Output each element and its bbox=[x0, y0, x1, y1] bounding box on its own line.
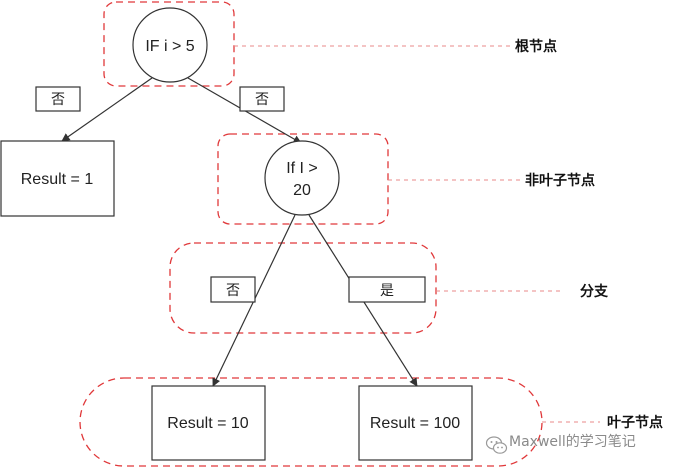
legend-branch-label: 分支 bbox=[580, 283, 609, 300]
branch-highlight-region bbox=[169, 242, 437, 334]
legend-internal-label: 非叶子节点 bbox=[525, 172, 595, 189]
edge-label-root-right: 否 bbox=[255, 92, 269, 108]
leaf-highlight-region bbox=[79, 377, 543, 467]
leaf-node-left-label: Result = 1 bbox=[21, 171, 94, 188]
leaf-node-left bbox=[0, 140, 115, 217]
leaf-node-right bbox=[358, 385, 473, 461]
legend-root-label: 根节点 bbox=[515, 38, 557, 55]
inner-node-label-line2: 20 bbox=[293, 182, 311, 199]
root-highlight-region bbox=[103, 1, 235, 87]
edge-label-inner-left: 否 bbox=[226, 283, 240, 299]
edge-root-to-left bbox=[61, 77, 153, 142]
edge-label-box-inner-left bbox=[210, 276, 256, 303]
edge-label-box-root-right bbox=[239, 86, 285, 112]
wechat-icon bbox=[485, 436, 508, 454]
internal-highlight-region bbox=[217, 133, 389, 225]
root-node bbox=[132, 7, 208, 83]
root-node-label: IF i > 5 bbox=[145, 38, 194, 55]
inner-node-label-line1: If I > bbox=[286, 160, 318, 177]
edge-label-root-left: 否 bbox=[51, 92, 65, 108]
inner-node bbox=[264, 140, 340, 216]
leaf-node-mid bbox=[151, 385, 266, 461]
edge-label-box-root-left bbox=[35, 86, 81, 112]
edge-label-inner-right: 是 bbox=[380, 283, 394, 299]
leaf-node-mid-label: Result = 10 bbox=[167, 415, 248, 432]
watermark-text: Maxwell的学习笔记 bbox=[509, 434, 636, 450]
edge-label-box-inner-right bbox=[348, 276, 426, 303]
legend-leaf-label: 叶子节点 bbox=[607, 414, 663, 431]
leaf-node-right-label: Result = 100 bbox=[370, 415, 460, 432]
